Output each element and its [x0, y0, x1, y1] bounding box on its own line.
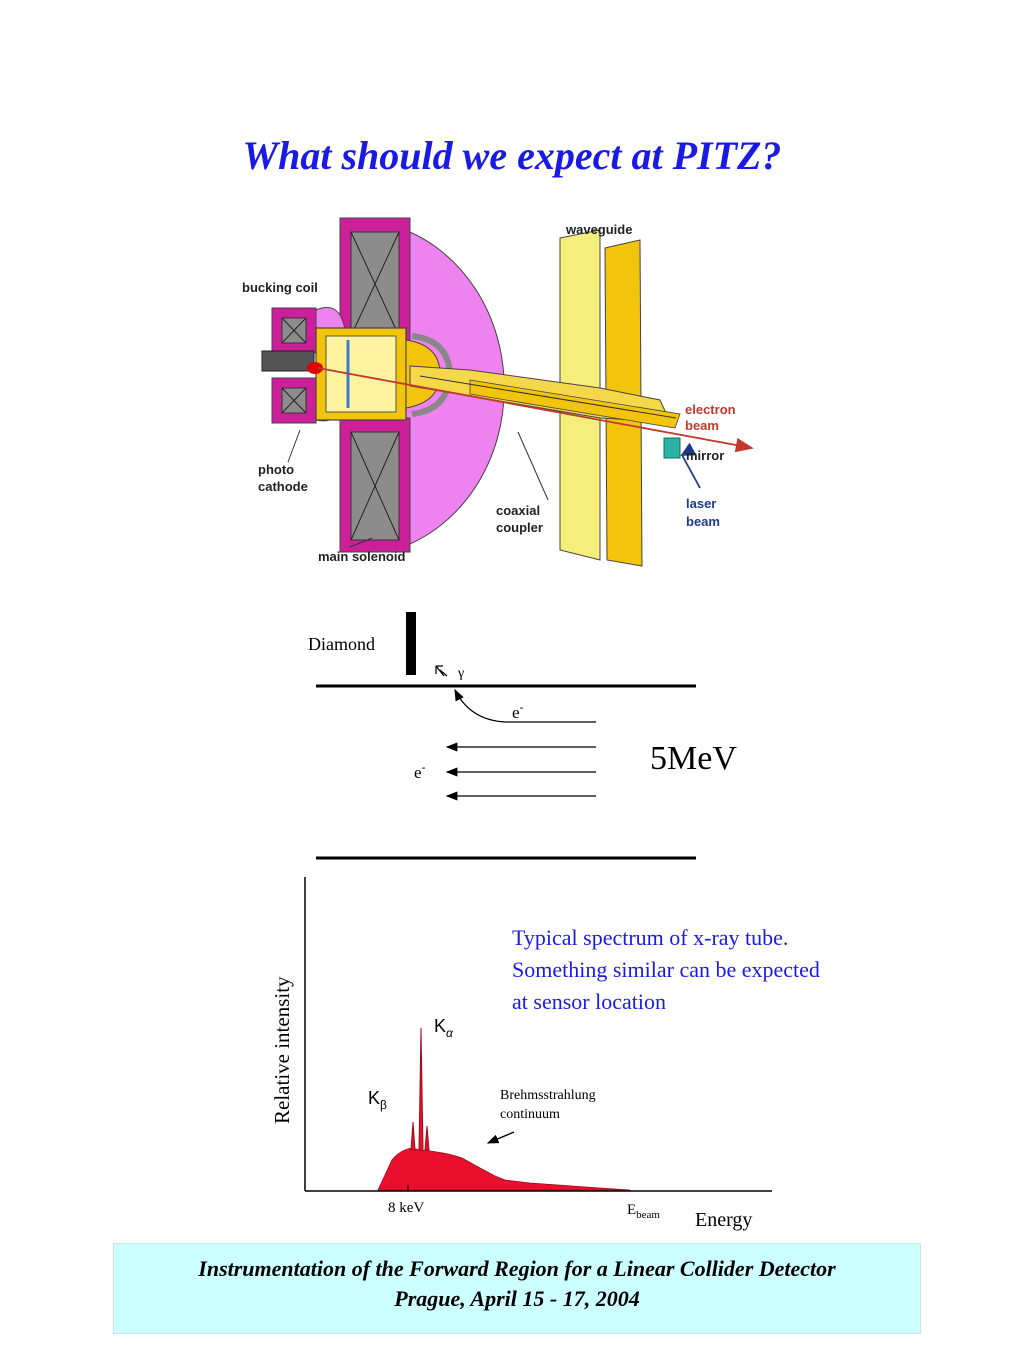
- label-laser-beam-2: beam: [686, 514, 720, 529]
- footer-banner: Instrumentation of the Forward Region fo…: [113, 1243, 921, 1334]
- xray-spectrum: Relative intensity Energy 8 keV Ebeam Kα…: [270, 877, 772, 1231]
- k-beta-peak: [410, 1121, 416, 1151]
- label-electron-beam: electron: [685, 402, 736, 417]
- label-k-beta: Kβ: [368, 1088, 387, 1112]
- label-photo-cathode-2: cathode: [258, 479, 308, 494]
- beam-schematic: Diamond γ e- e-: [308, 612, 696, 860]
- spectrum-note-line-3: at sensor location: [512, 989, 666, 1014]
- electron-beam-line: [317, 367, 754, 453]
- label-photo-cathode: photo: [258, 462, 294, 477]
- cathode-rod: [261, 350, 315, 372]
- label-coaxial-coupler-2: coupler: [496, 520, 543, 535]
- tick-ebeam-main: E: [627, 1202, 636, 1218]
- label-electron-beam-2: beam: [685, 418, 719, 433]
- electron-charge: -: [520, 700, 524, 714]
- spectrum-note: Typical spectrum of x-ray tube. Somethin…: [512, 922, 912, 1018]
- label-coaxial-coupler: coaxial: [496, 503, 540, 518]
- y-axis-label: Relative intensity: [270, 976, 294, 1124]
- electron-symbol: e: [512, 703, 520, 722]
- label-waveguide: waveguide: [565, 222, 632, 237]
- footer-location-date: Prague, April 15 - 17, 2004: [394, 1286, 640, 1311]
- footer-conference: Instrumentation of the Forward Region fo…: [198, 1256, 836, 1281]
- label-bucking-coil: bucking coil: [242, 280, 318, 295]
- label-electron-lower: e-: [414, 760, 426, 782]
- electron-symbol-2: e: [414, 763, 422, 782]
- tick-ebeam-sub: beam: [636, 1209, 660, 1221]
- spectrum-note-line-2: Something similar can be expected: [512, 957, 820, 982]
- label-mirror: mirror: [686, 448, 724, 463]
- k-beta-sub: β: [380, 1098, 387, 1112]
- label-gamma: γ: [457, 666, 464, 681]
- k-beta-main: K: [368, 1088, 380, 1108]
- spectrum-note-line-1: Typical spectrum of x-ray tube.: [512, 925, 789, 950]
- spectrum-continuum: [377, 1147, 631, 1191]
- mirror: [663, 437, 681, 459]
- label-continuum-2: continuum: [500, 1107, 560, 1122]
- label-k-alpha: Kα: [434, 1016, 454, 1040]
- label-laser-beam: laser: [686, 496, 716, 511]
- k-alpha-peak: [418, 1027, 424, 1151]
- k-alpha-main: K: [434, 1016, 446, 1036]
- electron-gun-diagram: waveguide bucking coil electron beam mir…: [242, 217, 754, 567]
- laser-beam-arrow: [680, 442, 701, 489]
- continuum-arrow: [486, 1131, 515, 1144]
- k-alpha-sub: α: [446, 1026, 454, 1040]
- label-main-solenoid: main solenoid: [318, 549, 405, 564]
- tick-8kev: 8 keV: [388, 1200, 424, 1216]
- gamma-arrow: [435, 665, 448, 677]
- slide-title: What should we expect at PITZ?: [242, 133, 782, 178]
- tick-ebeam: Ebeam: [627, 1202, 660, 1221]
- deflected-electron: [454, 688, 596, 723]
- x-axis-label: Energy: [695, 1209, 752, 1231]
- diamond-sensor: [406, 612, 416, 675]
- label-diamond: Diamond: [308, 634, 375, 654]
- electron-charge-2: -: [422, 760, 426, 774]
- label-continuum: Brehmsstrahlung: [500, 1088, 596, 1103]
- beam-energy-label: 5MeV: [650, 740, 737, 777]
- label-electron-upper: e-: [512, 700, 524, 722]
